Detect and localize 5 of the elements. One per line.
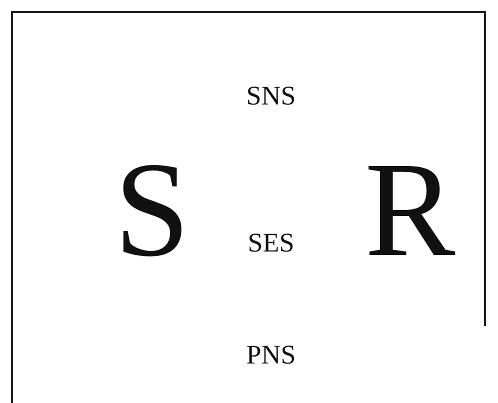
abbreviation-label: PNS xyxy=(246,342,296,368)
abbreviation-label: SNS xyxy=(246,82,296,110)
large-letter: S xyxy=(114,142,190,278)
large-letter: R xyxy=(364,142,456,278)
abbreviation-label: SES xyxy=(248,230,294,256)
